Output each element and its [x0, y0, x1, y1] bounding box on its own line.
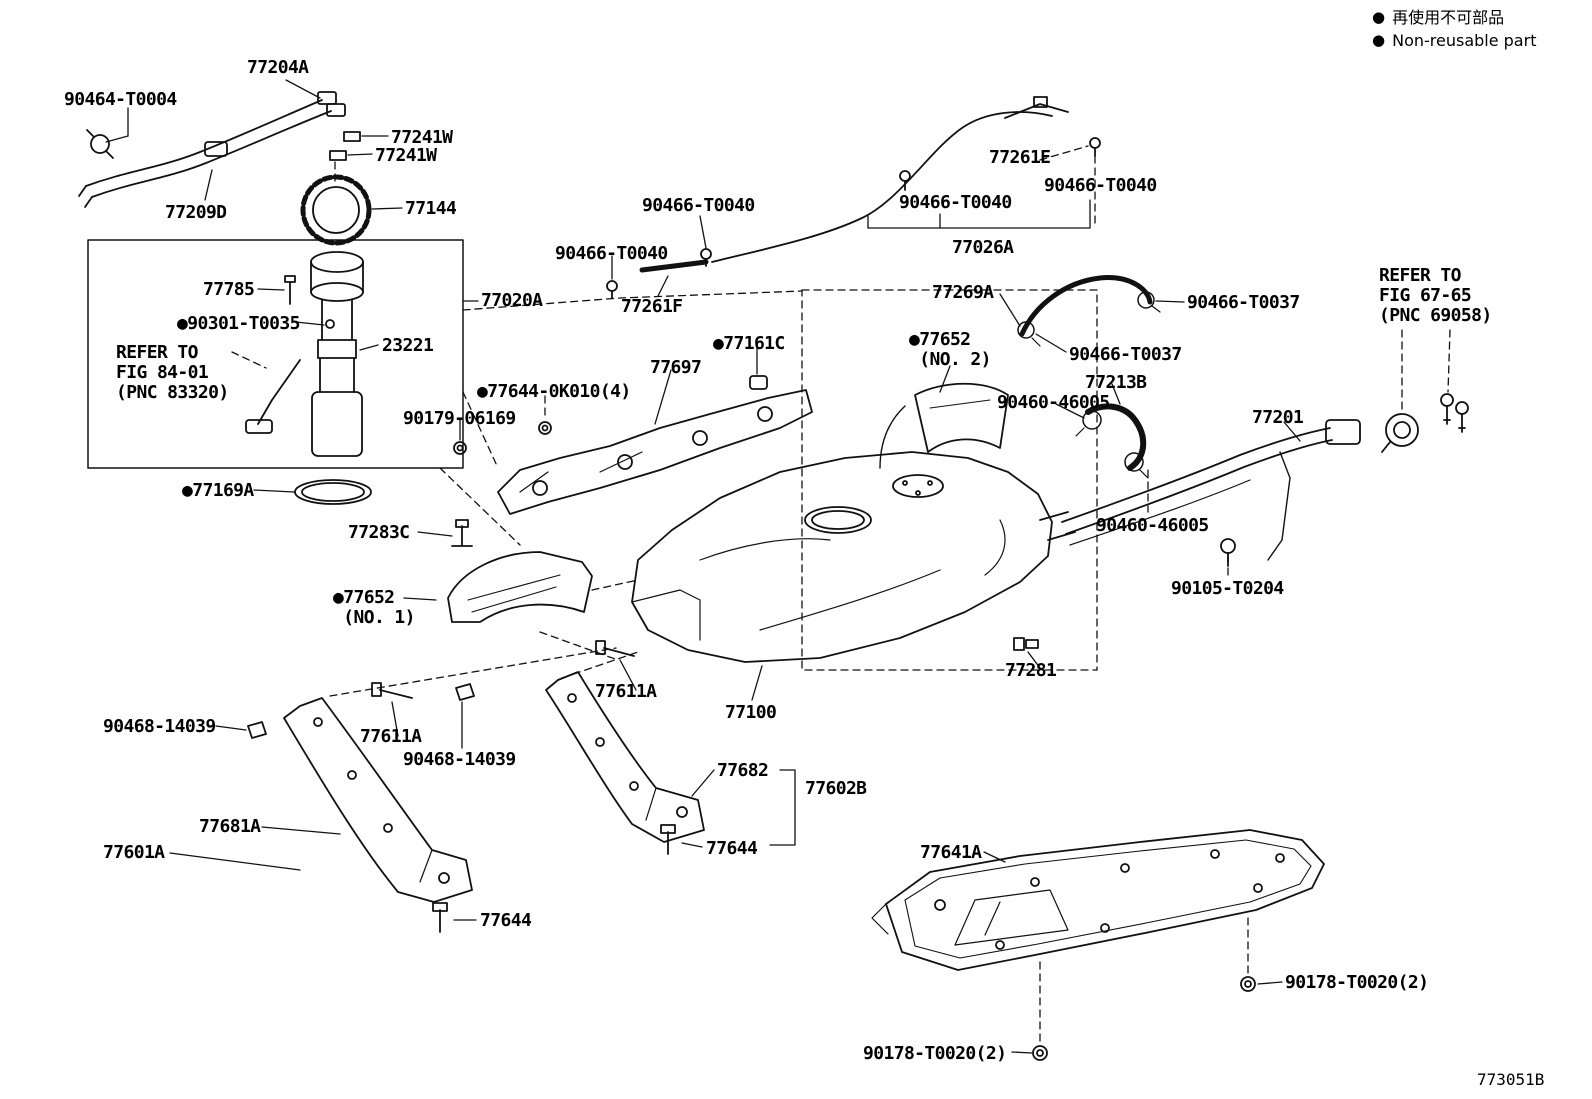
part-label-77100: 77100 [725, 702, 777, 723]
part-label-77681A: 77681A [199, 816, 261, 837]
part-label-77261F: 77261F [621, 296, 683, 317]
part-label-77641A: 77641A [920, 842, 982, 863]
part-label-refer-fig-84-01: REFER TO FIG 84-01 (PNC 83320) [116, 342, 229, 404]
suction-plate-ring [300, 174, 372, 246]
part-label-77161C: ●77161C [713, 333, 785, 354]
part-label-77602B: 77602B [805, 778, 867, 799]
legend-text-en: Non-reusable part [1392, 31, 1537, 51]
part-label-77261E: 77261E [989, 147, 1051, 168]
part-label-77611A-a: 77611A [595, 681, 657, 702]
heat-shield-no2 [914, 382, 1009, 453]
breather-tube-77026A [711, 96, 1101, 263]
leader-lines [105, 79, 1301, 1054]
filler-pipe-77201 [1061, 419, 1361, 561]
drawing-number: 773051B [1477, 1070, 1545, 1089]
part-label-77204A: 77204A [247, 57, 309, 78]
part-label-90468-14039-b: 90468-14039 [403, 749, 516, 770]
part-label-77209D: 77209D [165, 202, 227, 223]
part-label-77611A-b: 77611A [360, 726, 422, 747]
part-label-90178-T0020-b: 90178-T0020(2) [863, 1043, 1007, 1064]
part-label-77652-no2: ●77652 (NO. 2) [909, 329, 992, 371]
tank-protector-77641A [871, 829, 1325, 971]
part-label-90178-T0020-a: 90178-T0020(2) [1285, 972, 1429, 993]
part-label-77682: 77682 [717, 760, 769, 781]
part-label-90466-T0037-a: 90466-T0037 [1187, 292, 1300, 313]
part-label-77026A: 77026A [952, 237, 1014, 258]
part-label-90301-T0035: ●90301-T0035 [177, 313, 300, 334]
part-label-90105-T0204: 90105-T0204 [1171, 578, 1284, 599]
part-label-77281: 77281 [1005, 660, 1057, 681]
pump-gasket [294, 479, 372, 505]
tank-bracket-77697 [497, 389, 813, 515]
non-reusable-bullet-icon: ● [1372, 7, 1386, 26]
part-label-77652-no1: ●77652 (NO. 1) [333, 587, 416, 629]
part-label-77644-0K010-4: ●77644-0K010(4) [477, 381, 631, 402]
part-label-77169A: ●77169A [182, 480, 254, 501]
part-label-77241W-2: 77241W [375, 145, 437, 166]
pump-detail-box [87, 239, 464, 469]
part-label-90466-T0037-b: 90466-T0037 [1069, 344, 1182, 365]
legend-row-en: ● Non-reusable part [1372, 29, 1536, 52]
part-label-90460-46005-b: 90460-46005 [1096, 515, 1209, 536]
heat-shield-no1 [447, 551, 593, 623]
fuel-cap-and-keys [1381, 393, 1469, 453]
dashed-lines [231, 145, 1451, 1045]
part-label-90466-T0040-d: 90466-T0040 [899, 192, 1012, 213]
fuel-pump-assembly [245, 251, 364, 457]
part-label-77785: 77785 [203, 279, 255, 300]
fuel-tubes-upper [78, 91, 361, 208]
part-label-77020A: 77020A [481, 290, 543, 311]
grommet-77161C [749, 375, 768, 390]
non-reusable-bullet-icon: ● [1372, 30, 1386, 49]
part-label-77213B: 77213B [1085, 372, 1147, 393]
part-label-90460-46005-a: 90460-46005 [997, 392, 1110, 413]
legend-row-jp: ● 再使用不可部品 [1372, 6, 1536, 29]
part-label-90466-T0040-c: 90466-T0040 [1044, 175, 1157, 196]
part-label-77241W-1: 77241W [391, 127, 453, 148]
part-label-90468-14039-a: 90468-14039 [103, 716, 216, 737]
legend-text-jp: 再使用不可部品 [1392, 8, 1505, 27]
part-label-77644-a: 77644 [706, 838, 758, 859]
part-label-90179-06169: 90179-06169 [403, 408, 516, 429]
legend: ● 再使用不可部品 ● Non-reusable part [1372, 6, 1536, 52]
tube-77261F [606, 248, 712, 299]
tank-band-77601A [283, 697, 473, 903]
fuel-tank [631, 405, 1076, 663]
part-label-77697: 77697 [650, 357, 702, 378]
part-label-77283C: 77283C [348, 522, 410, 543]
part-label-90466-T0040-a: 90466-T0040 [642, 195, 755, 216]
part-label-77601A: 77601A [103, 842, 165, 863]
part-label-77144: 77144 [405, 198, 457, 219]
part-label-77269A: 77269A [932, 282, 994, 303]
part-label-90464-T0004: 90464-T0004 [64, 89, 177, 110]
hose-77269A [1017, 275, 1161, 347]
part-label-23221: 23221 [382, 335, 434, 356]
hose-77213B [1075, 403, 1149, 479]
part-label-77201: 77201 [1252, 407, 1304, 428]
clamp-77283C [451, 519, 473, 547]
tank-band-77602B [545, 671, 705, 843]
part-label-90466-T0040-b: 90466-T0040 [555, 243, 668, 264]
part-label-refer-fig-67-65: REFER TO FIG 67-65 (PNC 69058) [1379, 265, 1492, 327]
part-label-77644-b: 77644 [480, 910, 532, 931]
